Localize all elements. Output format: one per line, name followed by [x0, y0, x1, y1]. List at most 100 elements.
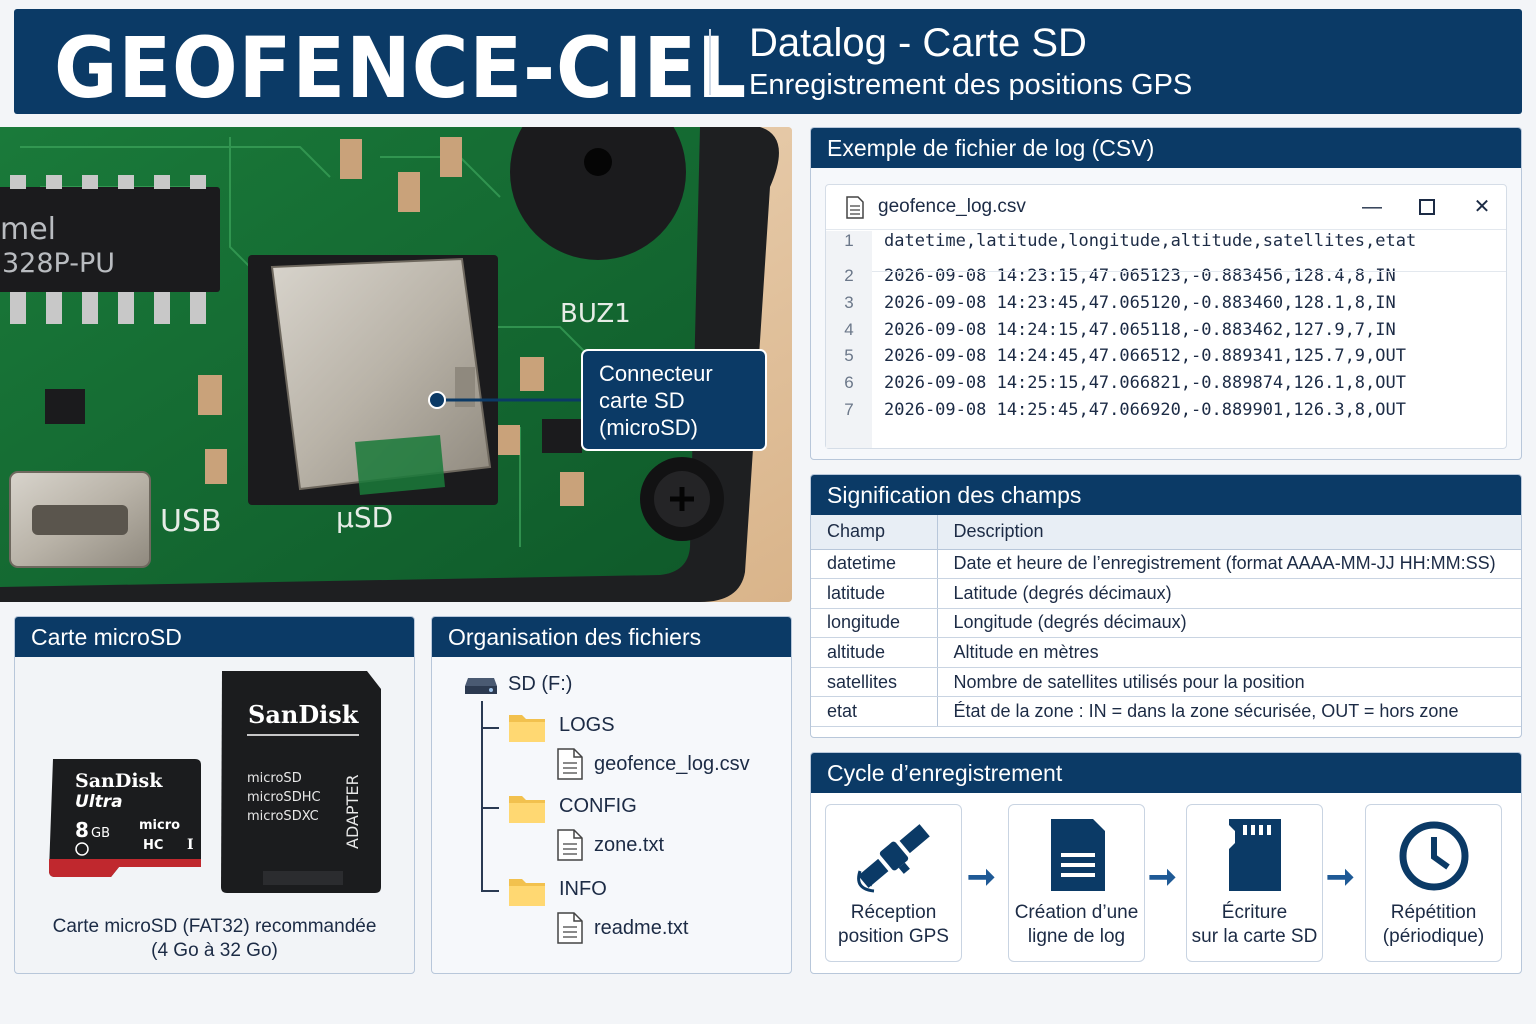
fields-panel-title: Signification des champs [811, 475, 1521, 515]
page-title: Datalog - Carte SD [749, 21, 1087, 65]
line-text: 2026-09-08 14:25:45,47.066920,-0.889901,… [884, 400, 1406, 420]
field-description-cell: Nombre de satellites utilisés pour la po… [937, 667, 1521, 698]
step-4-line-1: Répétition [1390, 902, 1477, 923]
file-item[interactable]: readme.txt [594, 917, 689, 939]
folder-logs[interactable]: LOGS [559, 714, 615, 736]
csv-data-line: 5 2026-09-08 14:24:45,47.066512,-0.889341… [826, 346, 1506, 373]
file-icon [557, 829, 583, 866]
field-description-cell: Altitude en mètres [937, 637, 1521, 668]
field-name-cell: longitude [811, 608, 938, 639]
arrow-icon: ➞ [967, 858, 996, 896]
pcb-photo: mel 328P-PU BUZ1 µSD [0, 127, 792, 602]
sd-card-icon [1229, 819, 1281, 891]
step-2-line-2: ligne de log [1027, 926, 1126, 947]
microsd-caption-2: (4 Go à 32 Go) [151, 940, 278, 961]
folder-config[interactable]: CONFIG [559, 795, 637, 817]
adapter-brand: SanDisk [248, 700, 360, 729]
page-subtitle: Enregistrement des positions GPS [749, 69, 1193, 101]
microsd-panel-title: Carte microSD [15, 617, 414, 657]
files-panel: Organisation des fichiers SD (F:) LOGS ge… [431, 616, 792, 974]
csv-example-panel: Exemple de fichier de log (CSV) geofence… [810, 127, 1522, 460]
line-text: 2026-09-08 14:24:45,47.066512,-0.889341,… [884, 346, 1406, 366]
step-3-line-1: Écriture [1221, 902, 1288, 923]
line-number: 4 [844, 320, 854, 339]
minimize-button[interactable]: — [1362, 196, 1382, 218]
drive-label[interactable]: SD (F:) [508, 673, 573, 695]
file-icon [846, 196, 864, 219]
csv-panel-title: Exemple de fichier de log (CSV) [811, 128, 1521, 168]
line-number: 3 [844, 293, 854, 312]
file-item[interactable]: zone.txt [594, 834, 665, 856]
step-sd-write: Écriture sur la carte SD [1186, 804, 1323, 962]
step-repeat: Répétition (périodique) [1365, 804, 1502, 962]
window-titlebar: geofence_log.csv — ✕ [826, 185, 1506, 230]
table-header-row: Champ Description [811, 515, 1521, 550]
callout-line-3: (microSD) [599, 415, 698, 440]
usd-label: µSD [336, 501, 393, 534]
line-number: 1 [844, 231, 854, 250]
microsd-caption-1: Carte microSD (FAT32) recommandée [52, 916, 377, 937]
maximize-button[interactable] [1412, 193, 1442, 221]
file-icon [557, 912, 583, 949]
files-panel-title: Organisation des fichiers [432, 617, 791, 657]
step-4-line-2: (périodique) [1382, 926, 1485, 947]
buzzer-label: BUZ1 [560, 299, 631, 329]
callout-line-1: Connecteur [599, 361, 713, 386]
satellite-icon [857, 824, 930, 893]
line-text: 2026-09-08 14:24:15,47.065118,-0.883462,… [884, 320, 1396, 340]
field-description-cell: Longitude (degrés décimaux) [937, 608, 1521, 639]
usb-label: USB [160, 504, 222, 539]
document-icon [1051, 819, 1105, 891]
close-button[interactable]: ✕ [1473, 196, 1491, 218]
card-class: I [187, 837, 194, 853]
card-size-unit: GB [91, 826, 110, 841]
field-name-cell: latitude [811, 578, 938, 609]
card-logo-bottom: HC [143, 838, 163, 853]
line-number: 7 [844, 400, 854, 419]
adapter-line-1: microSD [247, 771, 302, 786]
adapter-line-3: microSDXC [247, 809, 319, 824]
clock-icon [1399, 821, 1469, 891]
chip-marking-1: mel [0, 212, 56, 247]
file-item[interactable]: geofence_log.csv [594, 753, 750, 775]
field-name-cell: altitude [811, 637, 938, 668]
field-description-cell: Date et heure de l’enregistrement (forma… [937, 549, 1521, 580]
folder-icon [508, 711, 546, 748]
folder-icon [508, 875, 546, 912]
drive-icon [465, 678, 497, 694]
step-3-line-2: sur la carte SD [1191, 926, 1318, 947]
window-filename: geofence_log.csv [878, 196, 1026, 217]
step-1-line-1: Réception [850, 902, 937, 923]
column-header-champ: Champ [811, 515, 938, 550]
folder-icon [508, 792, 546, 829]
arrow-icon: ➞ [1326, 858, 1355, 896]
card-logo-top: micro [139, 818, 180, 833]
folder-info[interactable]: INFO [559, 878, 607, 900]
line-number: 5 [844, 346, 854, 365]
tree-trunk [481, 701, 483, 891]
adapter-side-label: ADAPTER [343, 774, 362, 849]
chip-marking-2: 328P-PU [2, 248, 115, 279]
field-description-cell: État de la zone : IN = dans la zone sécu… [937, 696, 1521, 728]
card-line: Ultra [75, 792, 123, 812]
field-description-cell: Latitude (degrés décimaux) [937, 578, 1521, 609]
tree-branch [481, 807, 499, 809]
file-icon [557, 748, 583, 785]
card-brand: SanDisk [75, 770, 163, 792]
column-header-description: Description [937, 515, 1521, 550]
callout-line-2: carte SD [599, 388, 685, 413]
line-text: 2026-09-08 14:23:15,47.065123,-0.883456,… [884, 266, 1396, 286]
